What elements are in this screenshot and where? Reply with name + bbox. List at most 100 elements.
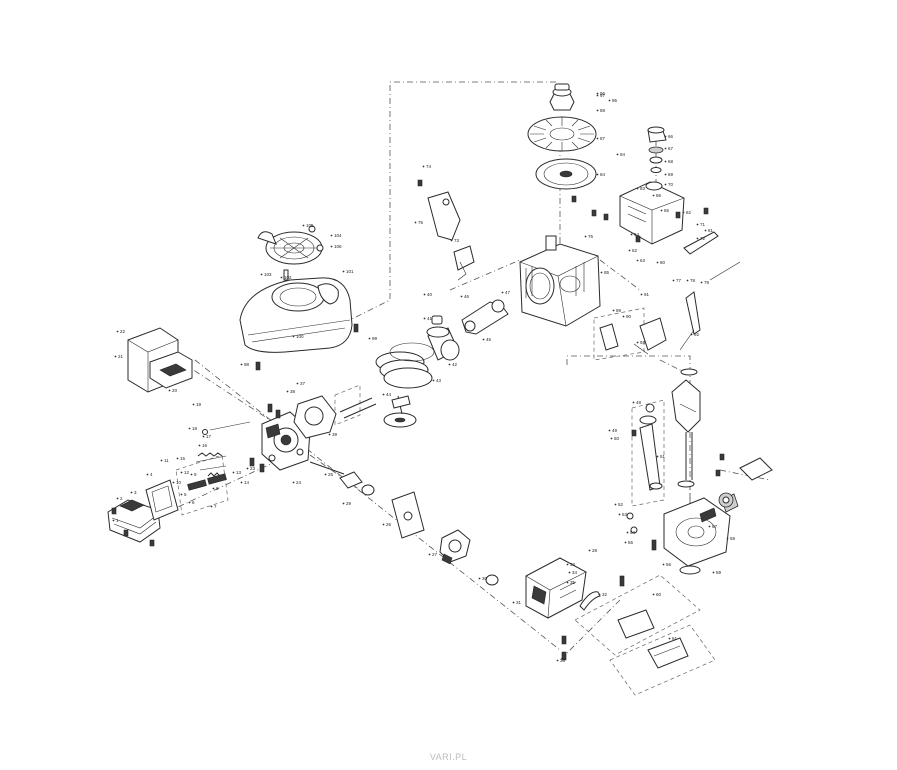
part-number-label: 95: [612, 98, 618, 103]
part-number-label: 83: [640, 186, 646, 191]
callout-dot: [330, 234, 333, 237]
callout-dot: [240, 481, 243, 484]
fasteners: [111, 179, 725, 661]
callout-dot: [296, 382, 299, 385]
part-number-label: 39: [332, 432, 338, 437]
callout-dot: [596, 173, 599, 176]
part-number-label: 63: [640, 258, 646, 263]
callout-dot: [704, 229, 707, 232]
callout-dot: [176, 457, 179, 460]
callout-dot: [116, 497, 119, 500]
callout-dot: [636, 259, 639, 262]
misc-small-parts: [619, 480, 701, 587]
callout-dot: [180, 493, 183, 496]
callout-dot: [188, 427, 191, 430]
part-number-label: 67: [668, 146, 674, 151]
part-number-label: 31: [516, 600, 522, 605]
part-number-label: 96: [600, 91, 606, 96]
callout-dot: [632, 401, 635, 404]
part-number-label: 42: [452, 362, 458, 367]
callout-dot: [610, 437, 613, 440]
callout-dot: [482, 338, 485, 341]
camshaft: [639, 403, 663, 491]
part-number-label: 84: [600, 172, 606, 177]
part-number-label: 3: [134, 490, 137, 495]
callout-dot: [192, 403, 195, 406]
part-number-label: 75: [418, 220, 424, 225]
part-number-label: 92: [694, 332, 700, 337]
part-number-label: 55: [628, 540, 634, 545]
carburetor: [599, 317, 667, 355]
part-number-label: 90: [626, 314, 632, 319]
pushrods: [309, 397, 377, 475]
part-number-label: 21: [118, 354, 124, 359]
part-number-label: 30: [482, 576, 488, 581]
part-number-label: 13: [236, 470, 242, 475]
callout-dot: [696, 237, 699, 240]
part-number-label: 38: [290, 389, 296, 394]
part-number-label: 70: [668, 182, 674, 187]
part-number-label: 44: [386, 392, 392, 397]
part-number-label: 47: [505, 290, 511, 295]
callout-dot: [662, 563, 665, 566]
callout-dot: [626, 531, 629, 534]
crankshaft: [671, 368, 701, 480]
callout-dot: [664, 183, 667, 186]
callout-dot: [636, 187, 639, 190]
callout-dot: [240, 363, 243, 366]
callout-dot: [664, 160, 667, 163]
callout-dot: [246, 467, 249, 470]
callout-dot: [160, 459, 163, 462]
callout-dot: [382, 523, 385, 526]
callout-dot: [423, 317, 426, 320]
part-number-label: 97: [600, 93, 606, 98]
callout-dot: [342, 502, 345, 505]
callout-dot: [640, 293, 643, 296]
callout-dot: [596, 109, 599, 112]
callout-dot: [116, 330, 119, 333]
part-number-label: 87: [600, 136, 606, 141]
part-number-label: 16: [202, 443, 208, 448]
part-number-label: 91: [644, 292, 650, 297]
part-number-label: 7: [214, 504, 217, 509]
part-number-label: 103: [264, 272, 272, 277]
piston: [426, 315, 460, 361]
callout-dot: [624, 541, 627, 544]
part-number-label: 101: [346, 269, 354, 274]
carburetor-main: [439, 529, 471, 565]
callout-dot: [423, 293, 426, 296]
callout-dot: [328, 433, 331, 436]
valve-train: [187, 421, 251, 491]
callout-dot: [664, 147, 667, 150]
cam-gear: [383, 395, 417, 428]
part-number-label: 60: [656, 592, 662, 597]
part-number-label: 82: [686, 210, 692, 215]
part-number-label: 28: [592, 548, 598, 553]
muffler: [107, 479, 179, 543]
part-number-label: 4: [150, 472, 153, 477]
callout-dot: [330, 245, 333, 248]
part-number-label: 26: [386, 522, 392, 527]
callout-dot: [448, 363, 451, 366]
part-number-label: 17: [206, 434, 212, 439]
part-number-label: 46: [464, 294, 470, 299]
callout-dot: [168, 389, 171, 392]
callout-dot: [566, 581, 569, 584]
callout-dot: [382, 393, 385, 396]
callout-dot: [652, 593, 655, 596]
part-number-label: 5: [184, 492, 187, 497]
part-number-label: 14: [244, 480, 250, 485]
callout-dot: [630, 233, 633, 236]
callout-dot: [584, 235, 587, 238]
part-number-label: 86: [656, 193, 662, 198]
callout-dot: [114, 355, 117, 358]
callout-dot: [614, 503, 617, 506]
callout-dot: [566, 563, 569, 566]
callout-dot: [598, 593, 601, 596]
callout-dot: [656, 261, 659, 264]
part-number-label: 2: [120, 496, 123, 501]
part-number-label: 69: [668, 172, 674, 177]
callout-dot: [342, 270, 345, 273]
callout-dot: [652, 194, 655, 197]
callout-dot: [556, 659, 559, 662]
